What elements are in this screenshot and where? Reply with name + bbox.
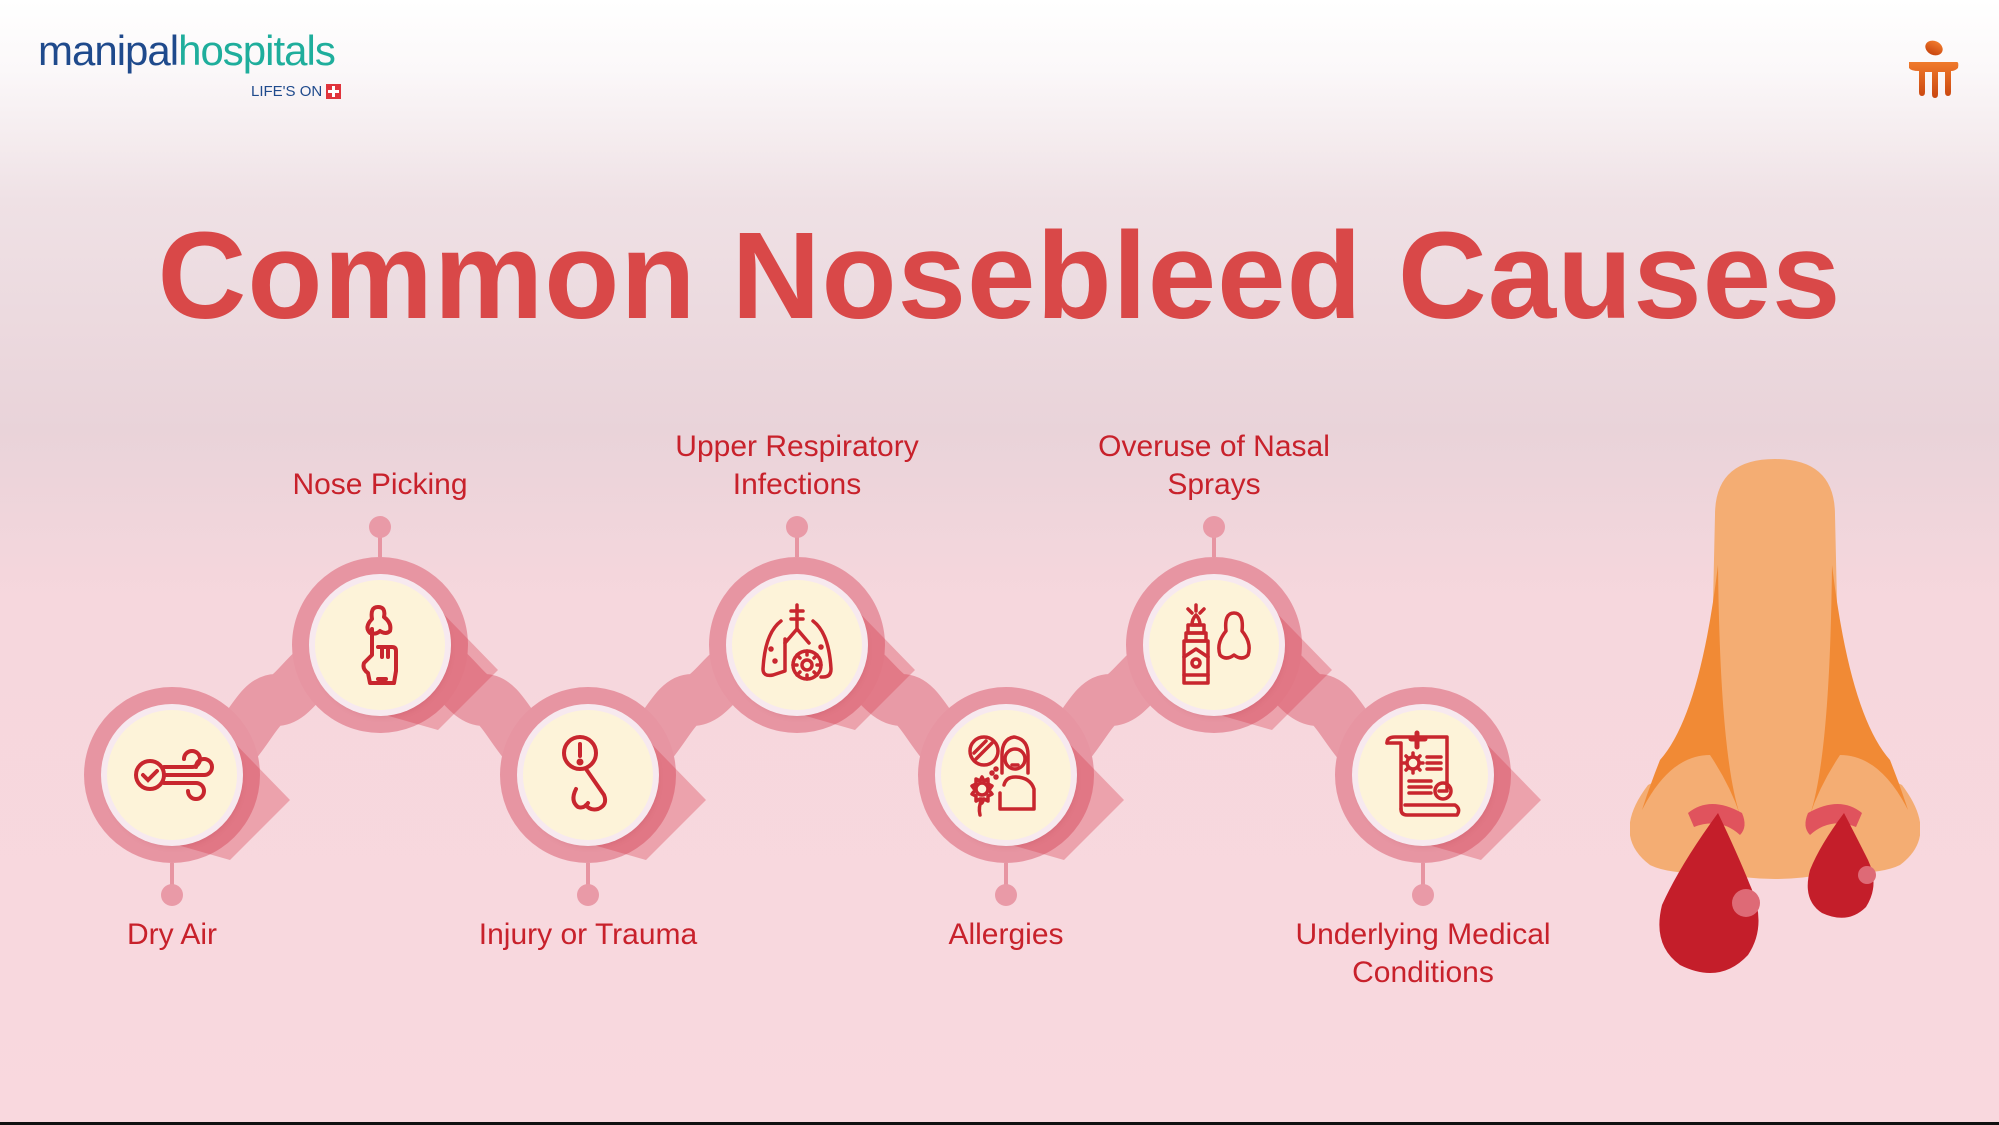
cause-respiratory-infections-icon-badge xyxy=(732,580,862,710)
bottom-border xyxy=(0,1122,1999,1125)
cause-injury-trauma-icon-badge xyxy=(523,710,653,840)
nose-alert-icon xyxy=(562,735,608,812)
cause-label-injury-trauma: Injury or Trauma xyxy=(478,918,698,951)
cause-dry-air-icon-badge xyxy=(107,710,237,840)
manipal-torch-icon xyxy=(1909,40,1959,98)
bleeding-nose-illustration xyxy=(1630,459,1920,973)
medical-report-icon xyxy=(1385,730,1461,817)
cause-medical-conditions-icon-badge xyxy=(1358,710,1488,840)
cause-nasal-sprays-icon-badge xyxy=(1149,580,1279,710)
finger-nose-icon xyxy=(361,605,398,685)
logo-wordmark: manipalhospitals xyxy=(38,27,336,74)
cause-label-nasal-sprays: Overuse of Nasal Sprays xyxy=(1098,430,1330,501)
logo-tagline: LIFE'S ON xyxy=(251,83,342,100)
lungs-virus-icon xyxy=(761,603,833,681)
cause-allergies-icon-badge xyxy=(941,710,1071,840)
red-cross-icon xyxy=(326,84,342,99)
wind-check-icon xyxy=(134,749,214,801)
manipal-hospitals-logo: manipalhospitals LIFE'S ON xyxy=(38,27,342,100)
nasal-spray-icon xyxy=(1182,603,1251,685)
cause-label-medical-conditions: Underlying Medical Conditions xyxy=(1295,918,1551,989)
cause-label-respiratory-infections: Upper Respiratory Infections xyxy=(675,430,919,501)
page-title: Common Nosebleed Causes xyxy=(157,208,1842,345)
cause-nose-picking-icon-badge xyxy=(315,580,445,710)
allergy-person-icon xyxy=(968,735,1036,817)
cause-label-dry-air: Dry Air xyxy=(127,918,217,951)
cause-label-allergies: Allergies xyxy=(948,918,1064,951)
cause-label-nose-picking: Nose Picking xyxy=(292,468,468,501)
